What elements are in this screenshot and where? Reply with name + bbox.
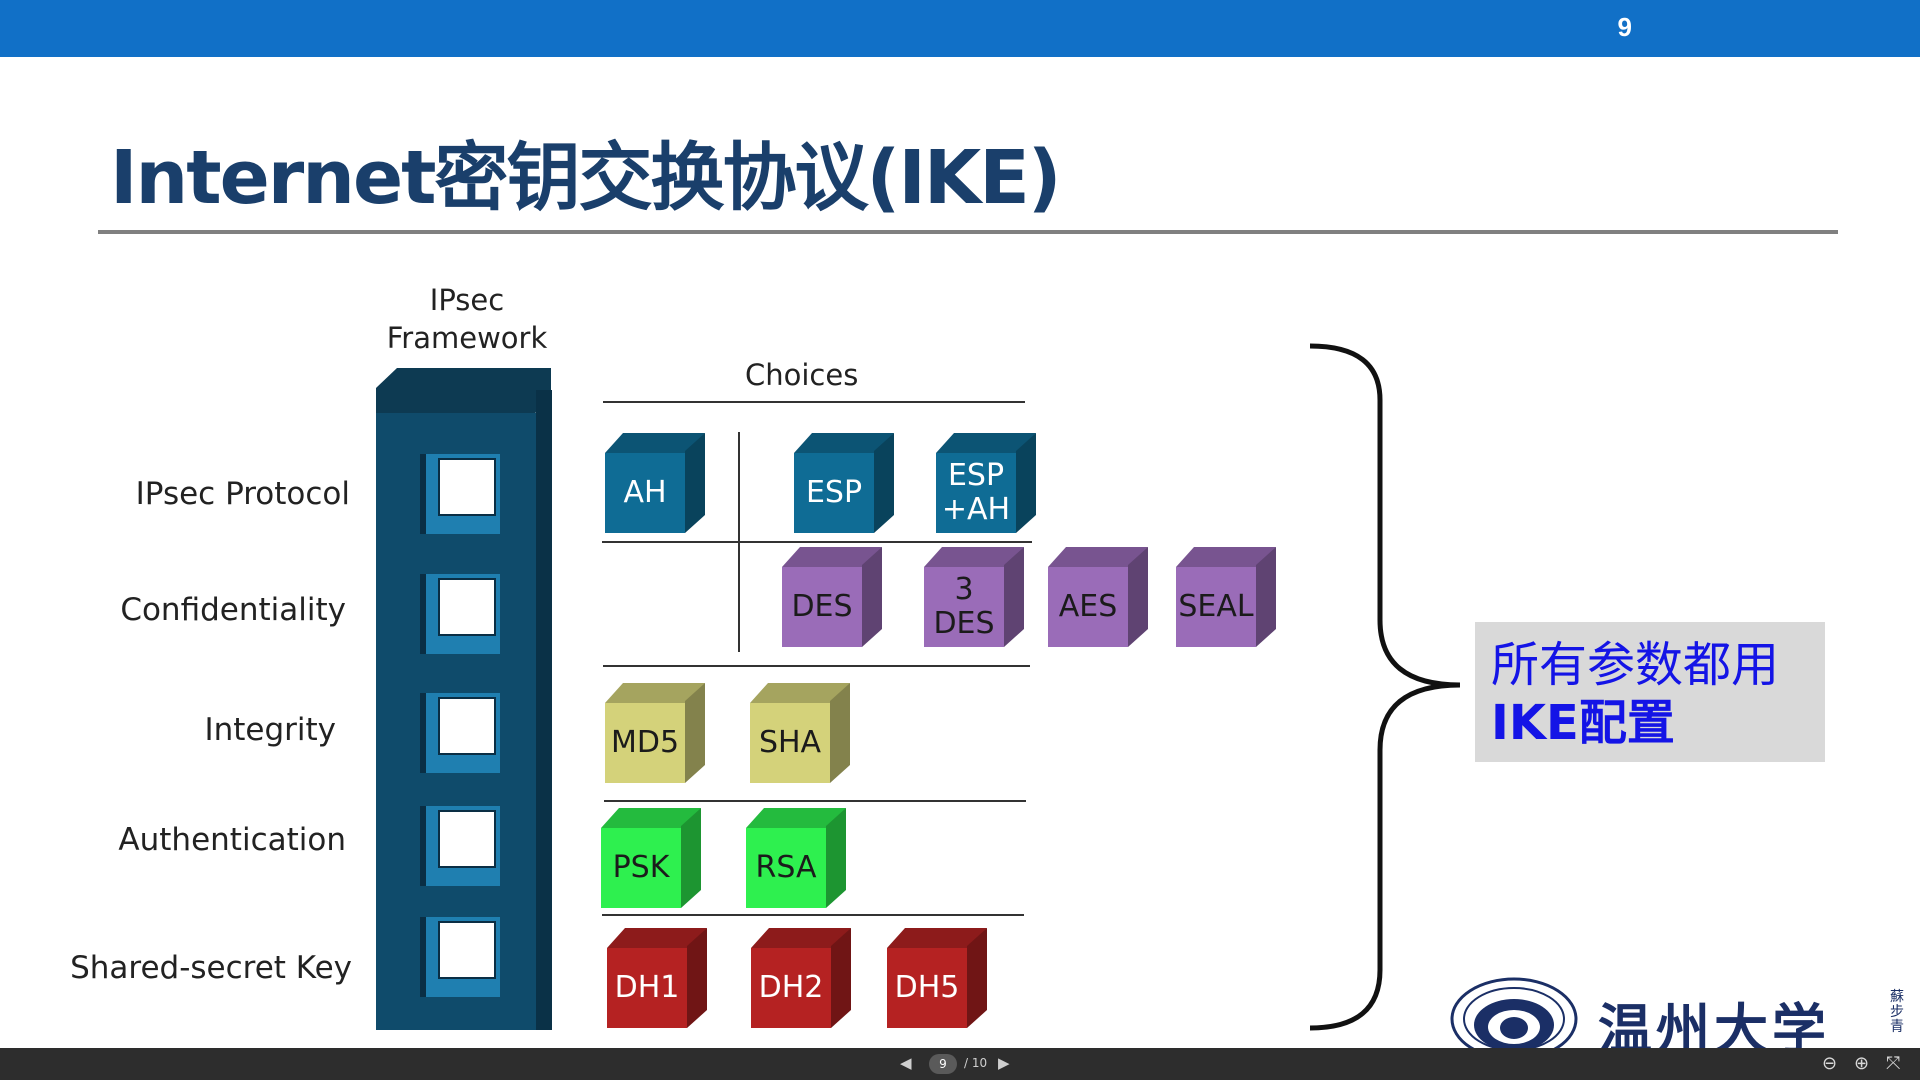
triangle-left-icon[interactable]: ◀ [900,1054,912,1072]
framework-slot-ipsec-protocol [420,454,500,534]
row-divider-2 [603,665,1030,667]
choice-label-rsa: RSA [746,828,826,908]
choice-cube-esp: ESP [794,433,894,533]
zoom-in-icon[interactable]: ⊕ [1854,1053,1870,1074]
choices-header-line [603,401,1025,403]
title-divider [98,230,1838,234]
choice-label-md5: MD5 [605,703,685,783]
framework-slot-shared-secret-key [420,917,500,997]
choice-label-psk: PSK [601,828,681,908]
viewer-toolbar [0,1048,1920,1080]
zoom-out-icon[interactable]: ⊖ [1822,1053,1838,1074]
choice-cube-aes: AES [1048,547,1148,647]
choice-label-dh5: DH5 [887,948,967,1028]
right-brace [1309,343,1461,1031]
row-label-confidentiality: Confidentiality [120,592,346,628]
row-divider-4 [602,914,1024,916]
choices-vertical-divider [738,432,740,652]
choice-cube-des: DES [782,547,882,647]
total-pages: / 10 [964,1056,988,1070]
choice-cube-ah: AH [605,433,705,533]
choice-label-aes: AES [1048,567,1128,647]
row-label-ipsec-protocol: IPsec Protocol [135,476,350,512]
framework-slot-authentication [420,806,500,886]
callout-line1: 所有参数都用 [1491,637,1780,693]
framework-slot-confidentiality [420,574,500,654]
choice-label-dh2: DH2 [751,948,831,1028]
choice-label-esp: ESP [794,453,874,533]
choice-label-ah: AH [605,453,685,533]
choice-label-des: DES [782,567,862,647]
choices-label: Choices [745,358,859,392]
framework-slot-integrity [420,693,500,773]
slide-page-number: 9 [1617,12,1632,42]
choice-cube-psk: PSK [601,808,701,908]
choice-cube-seal: SEAL [1176,547,1276,647]
callout-line2: IKE配置 [1491,695,1675,751]
choice-cube-3des: 3 DES [924,547,1024,647]
framework-title-line2: Framework [386,321,548,355]
framework-title: IPsec Framework [372,281,562,357]
university-logo-side-text: 蘇步青 [1890,989,1904,1035]
choice-cube-rsa: RSA [746,808,846,908]
choice-cube-sha: SHA [750,683,850,783]
framework-pillar-side [536,390,552,1030]
exit-fullscreen-icon[interactable]: ⤧ [1886,1053,1901,1074]
choice-label-seal: SEAL [1176,567,1256,647]
university-logo-emblem [1450,977,1578,1059]
top-bar: 9 [0,0,1920,57]
callout-box: 所有参数都用 IKE配置 [1475,622,1825,762]
row-divider-3 [604,800,1026,802]
row-label-shared-secret-key: Shared-secret Key [70,950,352,986]
framework-title-line1: IPsec [429,283,505,317]
framework-pillar-top [376,368,551,418]
choice-label-dh1: DH1 [607,948,687,1028]
choice-label-esp-ah: ESP +AH [936,453,1016,533]
choice-cube-dh2: DH2 [751,928,851,1028]
choice-cube-dh1: DH1 [607,928,707,1028]
current-page-indicator[interactable]: 9 [929,1054,957,1074]
slide-title: Internet密钥交换协议(IKE) [110,135,1062,221]
triangle-right-icon[interactable]: ▶ [998,1054,1010,1072]
choice-cube-esp-ah: ESP +AH [936,433,1036,533]
choice-cube-md5: MD5 [605,683,705,783]
row-label-authentication: Authentication [118,822,346,858]
row-divider-1 [602,541,1032,543]
choice-label-sha: SHA [750,703,830,783]
choice-cube-dh5: DH5 [887,928,987,1028]
row-label-integrity: Integrity [204,712,336,748]
choice-label-3des: 3 DES [924,567,1004,647]
